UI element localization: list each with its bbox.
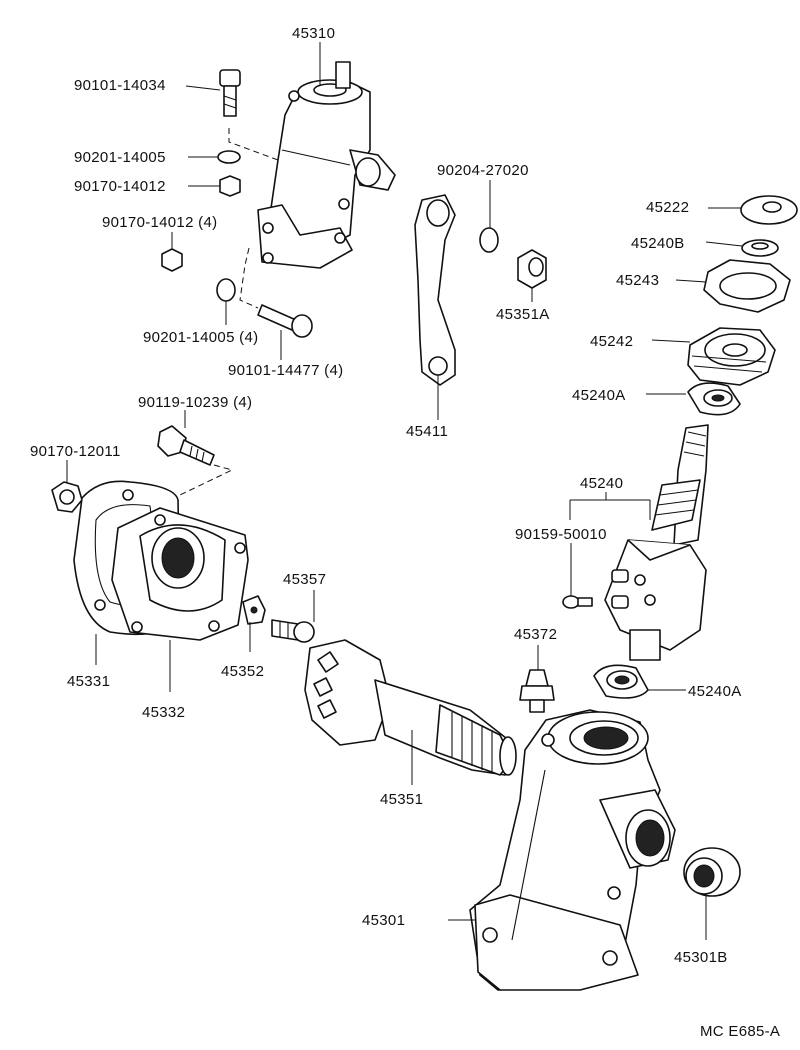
label-45242: 45242 (590, 333, 633, 350)
part-90159-50010-screw (562, 595, 593, 609)
part-45243-locknut (703, 259, 791, 313)
leader-lines (66, 42, 743, 940)
part-90204-27020-washer (479, 227, 499, 253)
label-45222: 45222 (646, 199, 689, 216)
label-45301: 45301 (362, 912, 405, 929)
label-90170-14012: 90170-14012 (74, 178, 166, 195)
label-90159-50010: 90159-50010 (515, 526, 607, 543)
part-45240-worm-shaft (604, 424, 709, 661)
label-90101-14034: 90101-14034 (74, 77, 166, 94)
part-45332-gasket-plate (111, 507, 249, 641)
part-45351A-nut (517, 249, 547, 289)
part-45351-sector-shaft (304, 639, 517, 776)
assembly-line (179, 464, 234, 496)
part-45242-adjusting-screw (687, 327, 776, 386)
part-90201-14005-4-washer (216, 278, 236, 302)
part-90101-14477-4-bolt (257, 304, 313, 338)
part-90119-10239-4-bolt (157, 425, 215, 466)
part-45352-plate (242, 595, 266, 625)
part-45357-screw (271, 619, 315, 643)
label-45351: 45351 (380, 791, 423, 808)
part-45222-cap (740, 195, 798, 225)
part-45240A-upper-bearing (687, 382, 741, 416)
label-45351A: 45351A (496, 306, 550, 323)
part-45411-pitman-arm (414, 194, 456, 386)
part-45240A-lower-bearing (593, 664, 649, 699)
label-90170-14012-4: 90170-14012 (4) (102, 214, 217, 231)
assembly-line (239, 247, 259, 309)
label-90119-10239-4: 90119-10239 (4) (138, 394, 252, 411)
label-45352: 45352 (221, 663, 264, 680)
label-45310: 45310 (292, 25, 335, 42)
label-45240A-top: 45240A (572, 387, 626, 404)
part-45301-housing (469, 709, 676, 991)
label-45357: 45357 (283, 571, 326, 588)
part-90101-14034-bolt (219, 69, 241, 117)
part-90170-14012-4-nut (161, 248, 183, 272)
part-90170-14012-nut (219, 175, 241, 197)
part-90201-14005-washer (217, 150, 241, 164)
label-45372: 45372 (514, 626, 557, 643)
label-90201-14005-4: 90201-14005 (4) (143, 329, 258, 346)
part-45240B-bearing (741, 239, 779, 257)
label-45240: 45240 (580, 475, 623, 492)
part-45372-bleeder (519, 669, 555, 713)
label-45301B: 45301B (674, 949, 728, 966)
label-90170-12011: 90170-12011 (30, 443, 121, 460)
label-45332: 45332 (142, 704, 185, 721)
label-45411: 45411 (406, 423, 448, 440)
label-90101-14477-4: 90101-14477 (4) (228, 362, 343, 379)
diagram-code: MC E685-A (700, 1023, 780, 1040)
label-90201-14005: 90201-14005 (74, 149, 166, 166)
label-45331: 45331 (67, 673, 110, 690)
label-45240B: 45240B (631, 235, 685, 252)
label-90204-27020: 90204-27020 (437, 162, 529, 179)
label-45240A-bottom: 45240A (688, 683, 742, 700)
assembly-line (228, 128, 279, 161)
label-45243: 45243 (616, 272, 659, 289)
part-45310-gear-assembly (257, 61, 396, 269)
part-45301B-seal (683, 847, 741, 897)
part-90170-12011-nut (51, 481, 83, 513)
